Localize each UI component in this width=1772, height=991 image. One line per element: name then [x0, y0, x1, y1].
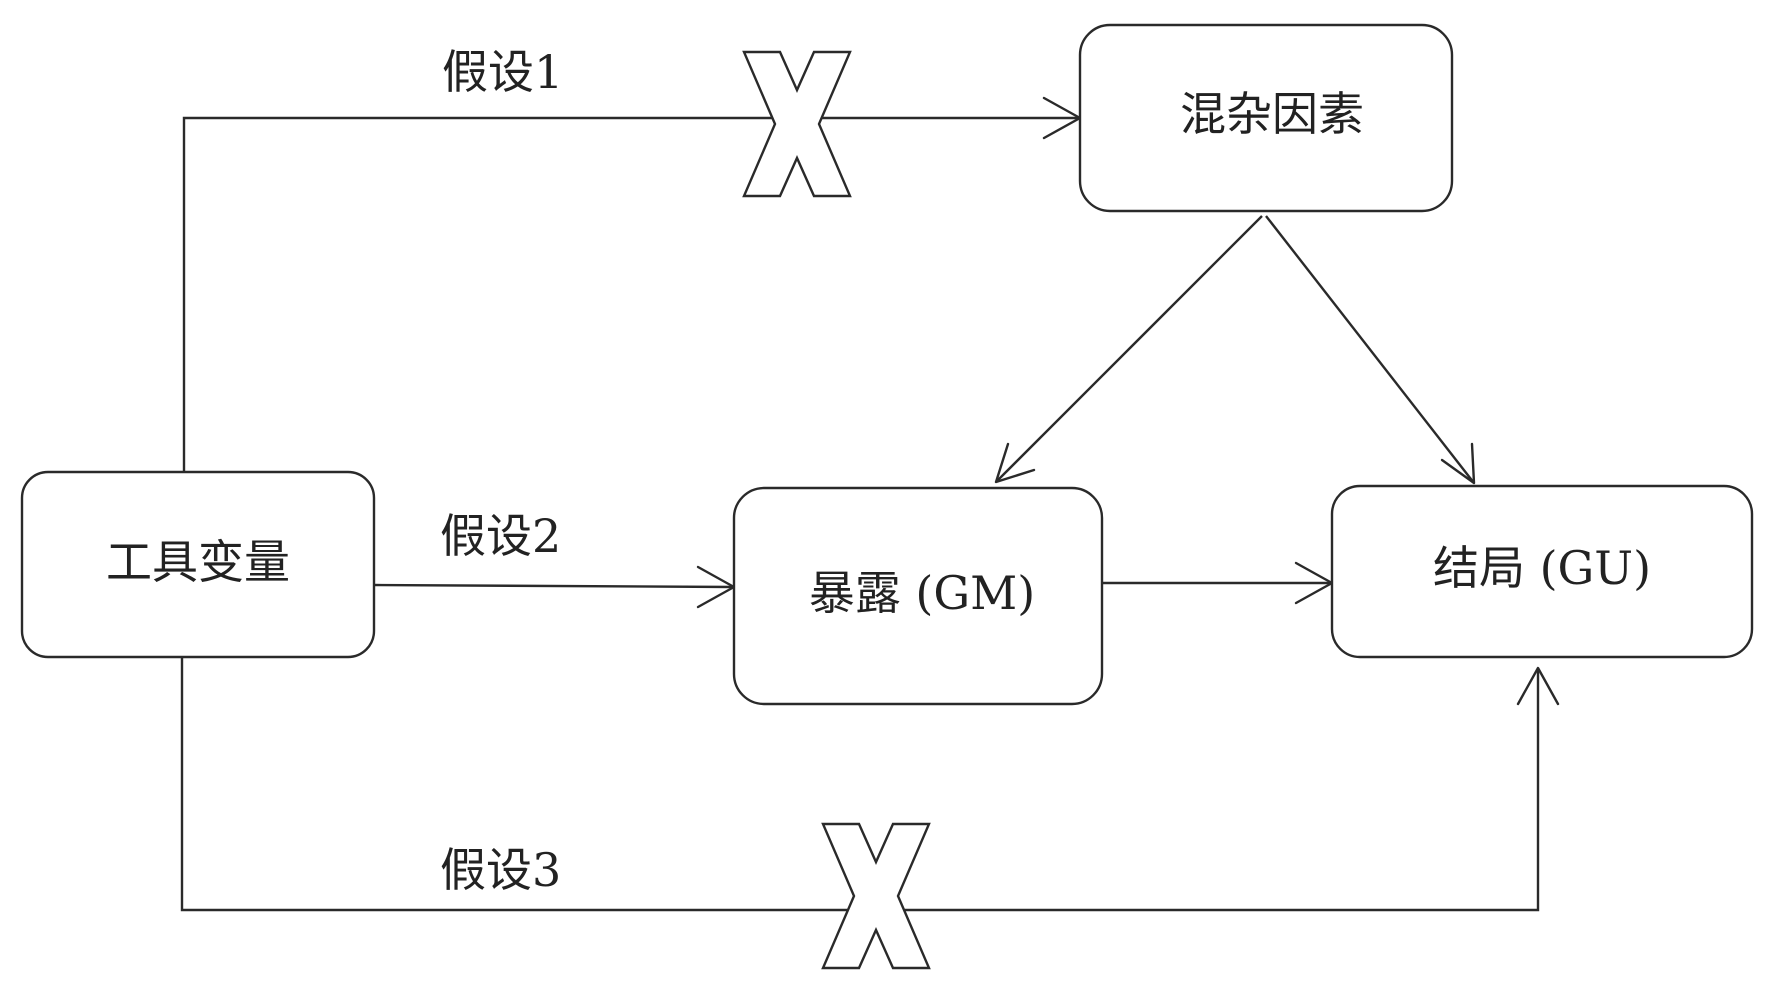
edge-assumption1: [182, 96, 1082, 472]
node-instrument-box: [20, 470, 376, 659]
edge-confounder-outcome: [1265, 215, 1476, 485]
edge-confounder-outcome-arrowhead: [1440, 442, 1476, 485]
edge-assumption2: [373, 565, 736, 609]
edge-assumption3-arrowhead: [1516, 666, 1560, 706]
edge-assumption3-label: 假设3: [440, 843, 561, 897]
block-mark-assumption3: [821, 822, 931, 970]
node-confounder-label: 混杂因素: [1180, 87, 1364, 141]
edge-confounder-exposure-arrowhead: [994, 442, 1036, 484]
node-outcome-box: [1330, 484, 1754, 659]
node-outcome-label: 结局 (GU): [1433, 541, 1651, 595]
edge-exposure-outcome: [1102, 561, 1334, 605]
node-instrument: 工具变量: [20, 470, 376, 659]
edge-assumption1-label: 假设1: [442, 45, 563, 99]
edge-assumption1-line: [182, 116, 1080, 472]
edge-confounder-outcome-line: [1265, 215, 1475, 484]
edge-assumption2-line: [373, 583, 735, 589]
node-instrument-label: 工具变量: [106, 535, 290, 589]
node-exposure-box: [732, 486, 1104, 706]
node-confounder-box: [1078, 23, 1454, 213]
x-mark-icon: [742, 50, 852, 198]
node-outcome: 结局 (GU): [1330, 484, 1754, 659]
edge-confounder-exposure: [994, 215, 1263, 484]
node-confounder: 混杂因素: [1078, 23, 1454, 213]
edge-assumption2-label: 假设2: [440, 509, 561, 563]
x-mark-icon: [821, 822, 931, 970]
node-exposure: 暴露 (GM): [732, 486, 1104, 706]
node-exposure-label: 暴露 (GM): [809, 566, 1035, 620]
block-mark-assumption1: [742, 50, 852, 198]
edge-confounder-exposure-line: [995, 215, 1263, 483]
